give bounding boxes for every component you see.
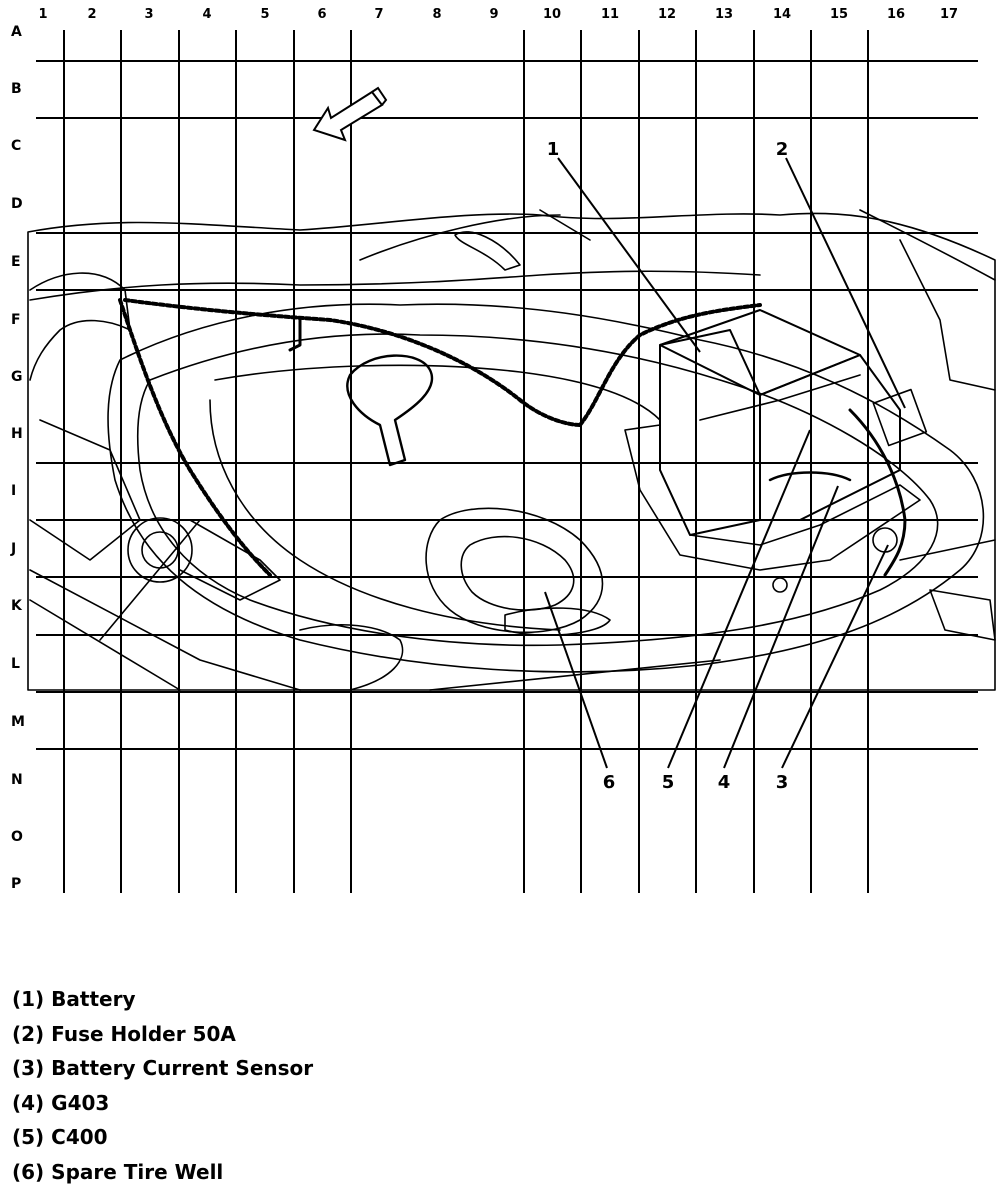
upper-panel-line (29, 270, 761, 301)
cargo-floor-inner (136, 333, 939, 647)
current-sensor (872, 527, 898, 553)
column-number: 11 (601, 7, 619, 22)
battery-cable (848, 408, 907, 577)
row-letter: F (11, 312, 21, 328)
spare-tire-well-outline (425, 507, 604, 634)
rear-pad-left (504, 607, 611, 636)
ground-stud (772, 577, 788, 593)
column-number: 2 (87, 7, 96, 22)
column-number: 4 (202, 7, 211, 22)
row-letter: E (11, 254, 21, 270)
callout-numbers: 1 2 3 4 5 6 (547, 139, 789, 793)
top-slot-1 (454, 231, 521, 271)
callout-3: 3 (776, 772, 789, 793)
callout-1: 1 (547, 139, 560, 160)
left-component-circle (127, 517, 193, 583)
column-number: 1 (38, 7, 47, 22)
right-lower-panel (899, 539, 996, 561)
row-letter: J (10, 541, 16, 557)
legend-item-battery-current-sensor: (3) Battery Current Sensor (12, 1056, 314, 1080)
legend-item-g403: (4) G403 (12, 1090, 110, 1115)
left-component-circle-inner (141, 531, 179, 569)
column-number: 9 (489, 7, 498, 22)
rear-trim-panel (299, 624, 404, 691)
column-number: 13 (715, 7, 733, 22)
left-side-trim (29, 419, 141, 561)
row-letter: L (11, 656, 20, 672)
callout-4: 4 (718, 772, 731, 793)
spare-tire-well-inner (460, 535, 575, 611)
callout-2: 2 (776, 139, 789, 160)
row-letter: K (11, 598, 23, 614)
row-letter: I (11, 483, 16, 499)
component-locator-diagram: 1 2 3 4 5 6 7 8 9 10 11 12 13 14 15 16 1… (10, 7, 996, 893)
row-letter: B (11, 81, 22, 97)
left-lower-panel (29, 569, 301, 691)
leader-line-6 (544, 591, 608, 769)
leader-line-3 (781, 544, 889, 769)
leader-line-5 (667, 429, 811, 769)
row-letter: C (11, 138, 21, 154)
column-numbers: 1 2 3 4 5 6 7 8 9 10 11 12 13 14 15 16 1… (38, 7, 958, 22)
legend-item-fuse-holder: (2) Fuse Holder 50A (12, 1021, 236, 1046)
battery-hold-down (699, 374, 861, 421)
battery-box-top (659, 309, 861, 396)
leader-line-2 (785, 157, 906, 409)
floor-seam (214, 364, 661, 421)
column-number: 15 (830, 7, 848, 22)
wiring-harness-right (578, 303, 762, 427)
row-letter: M (11, 714, 25, 730)
floor-seam-2 (209, 399, 561, 631)
legend-item-c400: (5) C400 (12, 1125, 108, 1149)
leader-line-4 (723, 485, 839, 769)
column-number: 7 (374, 7, 383, 22)
callout-5: 5 (662, 772, 675, 793)
column-number: 5 (260, 7, 269, 22)
battery-tray (624, 424, 921, 571)
column-number: 17 (940, 7, 958, 22)
column-number: 12 (658, 7, 676, 22)
right-pad (929, 589, 996, 641)
wiring-harness-left (118, 298, 272, 577)
wiring-harness-top (123, 298, 582, 427)
column-number: 14 (773, 7, 791, 22)
rear-sill (429, 659, 721, 691)
row-letter: P (11, 876, 21, 892)
leader-line-1 (557, 157, 701, 353)
row-letter: O (11, 829, 23, 845)
cargo-floor (107, 303, 985, 673)
tie-down-handle (346, 354, 434, 467)
right-quarter-panel (859, 209, 996, 281)
top-trim-line (359, 214, 561, 261)
row-letters: A B C D E F G H I J K L M N O P (10, 24, 25, 892)
row-letter: D (11, 196, 23, 212)
left-strap (99, 519, 201, 641)
legend-item-spare-tire-well: (6) Spare Tire Well (12, 1159, 224, 1184)
legend-item-battery: (1) Battery (12, 987, 136, 1011)
row-letter: H (11, 426, 23, 442)
right-quarter-panel-2 (899, 239, 996, 391)
callout-6: 6 (603, 772, 616, 793)
grid-lines (36, 30, 978, 893)
column-number: 8 (432, 7, 441, 22)
left-lower-panel-2 (29, 599, 181, 691)
column-number: 6 (317, 7, 326, 22)
callout-leaders (544, 157, 906, 769)
forward-arrow-icon (312, 86, 388, 142)
legend: (1) Battery (2) Fuse Holder 50A (3) Batt… (12, 982, 612, 1189)
left-wheel-housing (29, 272, 131, 381)
column-number: 10 (543, 7, 561, 22)
row-letter: A (11, 24, 22, 40)
row-letter: N (11, 772, 23, 788)
column-number: 16 (887, 7, 905, 22)
fuse-holder-box (872, 388, 928, 447)
row-letter: G (11, 369, 23, 385)
column-number: 3 (144, 7, 153, 22)
vehicle-cargo-area-drawing (27, 209, 996, 691)
